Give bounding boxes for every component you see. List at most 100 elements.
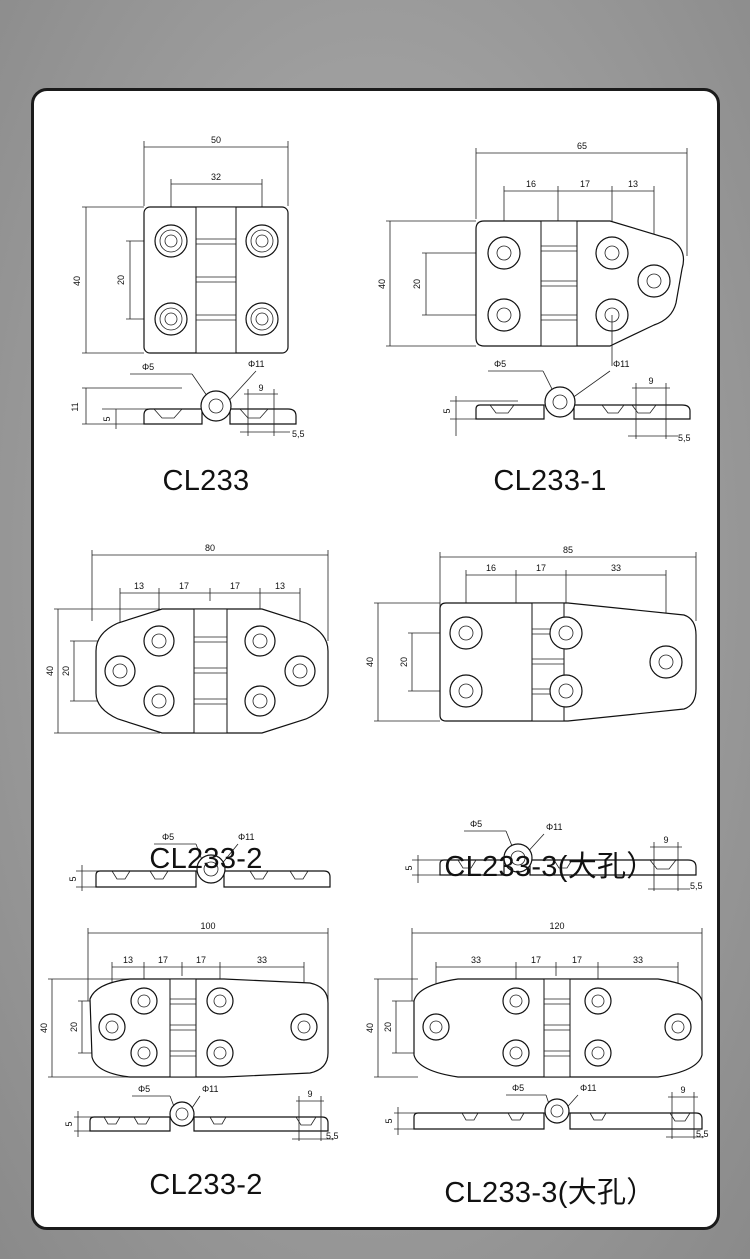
drawing-cl233-2: 80 13 17 17 13 40 20 Φ5 Φ11 <box>34 511 378 891</box>
drawing-cl233: 50 32 40 20 <box>34 91 378 511</box>
side-leaf <box>223 870 331 888</box>
drawing-cl233-3-svg: 85 16 17 33 40 20 Φ5 Φ11 5 <box>365 545 703 891</box>
hinge-knuckle <box>544 386 576 418</box>
mount-hole <box>637 264 671 298</box>
drawing-cl233-1-svg: 65 16 17 13 40 20 Φ5 Φ11 5 <box>377 141 691 443</box>
drawing-cl233-1: 65 16 17 13 40 20 Φ5 Φ11 5 <box>377 91 717 511</box>
mount-hole <box>206 1039 234 1067</box>
dim-hole-large: Φ11 <box>580 1083 597 1093</box>
dim-hole-large: Φ11 <box>613 359 630 369</box>
dim-seg: 33 <box>611 563 621 573</box>
mount-hole <box>244 625 276 657</box>
dim-depth: 5,5 <box>678 433 691 443</box>
dim-countersink: 9 <box>663 835 668 845</box>
dim-pitch: 20 <box>69 1022 79 1032</box>
mount-hole <box>595 236 629 270</box>
side-leaf <box>89 1116 171 1132</box>
drawing-cl233-3-120-svg: 120 33 17 17 33 40 20 Φ5 Φ11 <box>365 921 709 1139</box>
dim-seg: 33 <box>471 955 481 965</box>
mount-hole <box>154 224 188 258</box>
dim-height: 40 <box>365 657 375 667</box>
side-leaf <box>573 404 691 420</box>
mount-hole <box>130 987 158 1015</box>
hinge-knuckle <box>196 854 226 884</box>
mount-hole <box>449 616 483 650</box>
mount-hole <box>422 1013 450 1041</box>
drawing-sheet: 50 32 40 20 <box>31 88 720 1230</box>
dim-seg: 17 <box>580 179 590 189</box>
dim-seg: 16 <box>526 179 536 189</box>
dim-hole-large: Φ11 <box>248 359 265 369</box>
mount-hole <box>143 685 175 717</box>
dim-hole-small: Φ5 <box>162 832 174 842</box>
dim-seg: 13 <box>123 955 133 965</box>
dim-height: 40 <box>45 666 55 676</box>
dim-overall: 80 <box>205 543 215 553</box>
caption-cl233-3-120: CL233-3(大孔） <box>444 1177 656 1209</box>
dim-pitch: 20 <box>412 279 422 289</box>
hinge-knuckle <box>544 1098 570 1124</box>
dim-overall: 85 <box>563 545 573 555</box>
mount-hole <box>244 685 276 717</box>
dim-hole-large: Φ11 <box>546 822 563 832</box>
dim-countersink: 9 <box>307 1089 312 1099</box>
mount-hole <box>487 298 521 332</box>
dim-seg: 16 <box>486 563 496 573</box>
hinge-knuckle <box>200 390 232 422</box>
dim-hole-small: Φ5 <box>494 359 506 369</box>
caption-cl233-2: CL233-2 <box>149 843 263 875</box>
dim-hole-large: Φ11 <box>202 1084 219 1094</box>
dim-height: 40 <box>365 1023 375 1033</box>
mount-hole <box>502 1039 530 1067</box>
mount-hole <box>649 645 683 679</box>
side-leaf <box>143 408 203 425</box>
mount-hole <box>154 302 188 336</box>
dim-height: 40 <box>72 276 82 286</box>
caption-cl233: CL233 <box>162 465 250 497</box>
dim-hole-small: Φ5 <box>470 819 482 829</box>
mount-hole <box>502 987 530 1015</box>
drawing-cl233-3: 85 16 17 33 40 20 Φ5 Φ11 5 <box>365 511 717 891</box>
dim-thick-plate: 5 <box>384 1118 394 1123</box>
dim-seg: 17 <box>572 955 582 965</box>
dim-inner: 32 <box>211 172 221 182</box>
mount-hole <box>584 987 612 1015</box>
drawing-cl233-2-100: 100 13 17 17 33 40 20 Φ5 Φ11 <box>34 891 378 1227</box>
caption-cl233-2-100: CL233-2 <box>149 1169 263 1201</box>
dim-seg: 17 <box>196 955 206 965</box>
dim-countersink: 9 <box>680 1085 685 1095</box>
side-leaf <box>569 1112 703 1130</box>
dim-depth: 5,5 <box>690 881 703 891</box>
side-leaf <box>475 404 545 420</box>
dim-height: 40 <box>39 1023 49 1033</box>
side-leaf <box>413 1112 545 1130</box>
mount-hole <box>143 625 175 657</box>
caption-cl233-3: CL233-3(大孔） <box>444 851 656 883</box>
dim-seg: 17 <box>179 581 189 591</box>
mount-hole <box>98 1013 126 1041</box>
side-leaf <box>439 859 505 876</box>
mount-hole <box>549 616 583 650</box>
dim-depth: 5,5 <box>696 1129 709 1139</box>
dim-seg: 17 <box>531 955 541 965</box>
mount-hole <box>104 655 136 687</box>
dim-hole-small: Φ5 <box>142 362 154 372</box>
dim-seg: 17 <box>536 563 546 573</box>
mount-hole <box>206 987 234 1015</box>
dim-pitch: 20 <box>383 1022 393 1032</box>
dim-thick-plate: 5 <box>442 408 452 413</box>
caption-cl233-1: CL233-1 <box>493 465 607 497</box>
mount-hole <box>487 236 521 270</box>
dim-thick-total: 11 <box>70 402 80 411</box>
dim-hole-large: Φ11 <box>238 832 255 842</box>
dim-seg: 13 <box>628 179 638 189</box>
mount-hole <box>245 302 279 336</box>
drawing-cl233-2-svg: 80 13 17 17 13 40 20 Φ5 Φ11 <box>45 543 331 891</box>
drawing-cl233-svg: 50 32 40 20 <box>70 135 305 439</box>
dim-height: 40 <box>377 279 387 289</box>
dim-depth: 5,5 <box>292 429 305 439</box>
dim-overall: 50 <box>211 135 221 145</box>
mount-hole <box>130 1039 158 1067</box>
dim-thick-plate: 5 <box>68 876 78 881</box>
mount-hole <box>549 674 583 708</box>
